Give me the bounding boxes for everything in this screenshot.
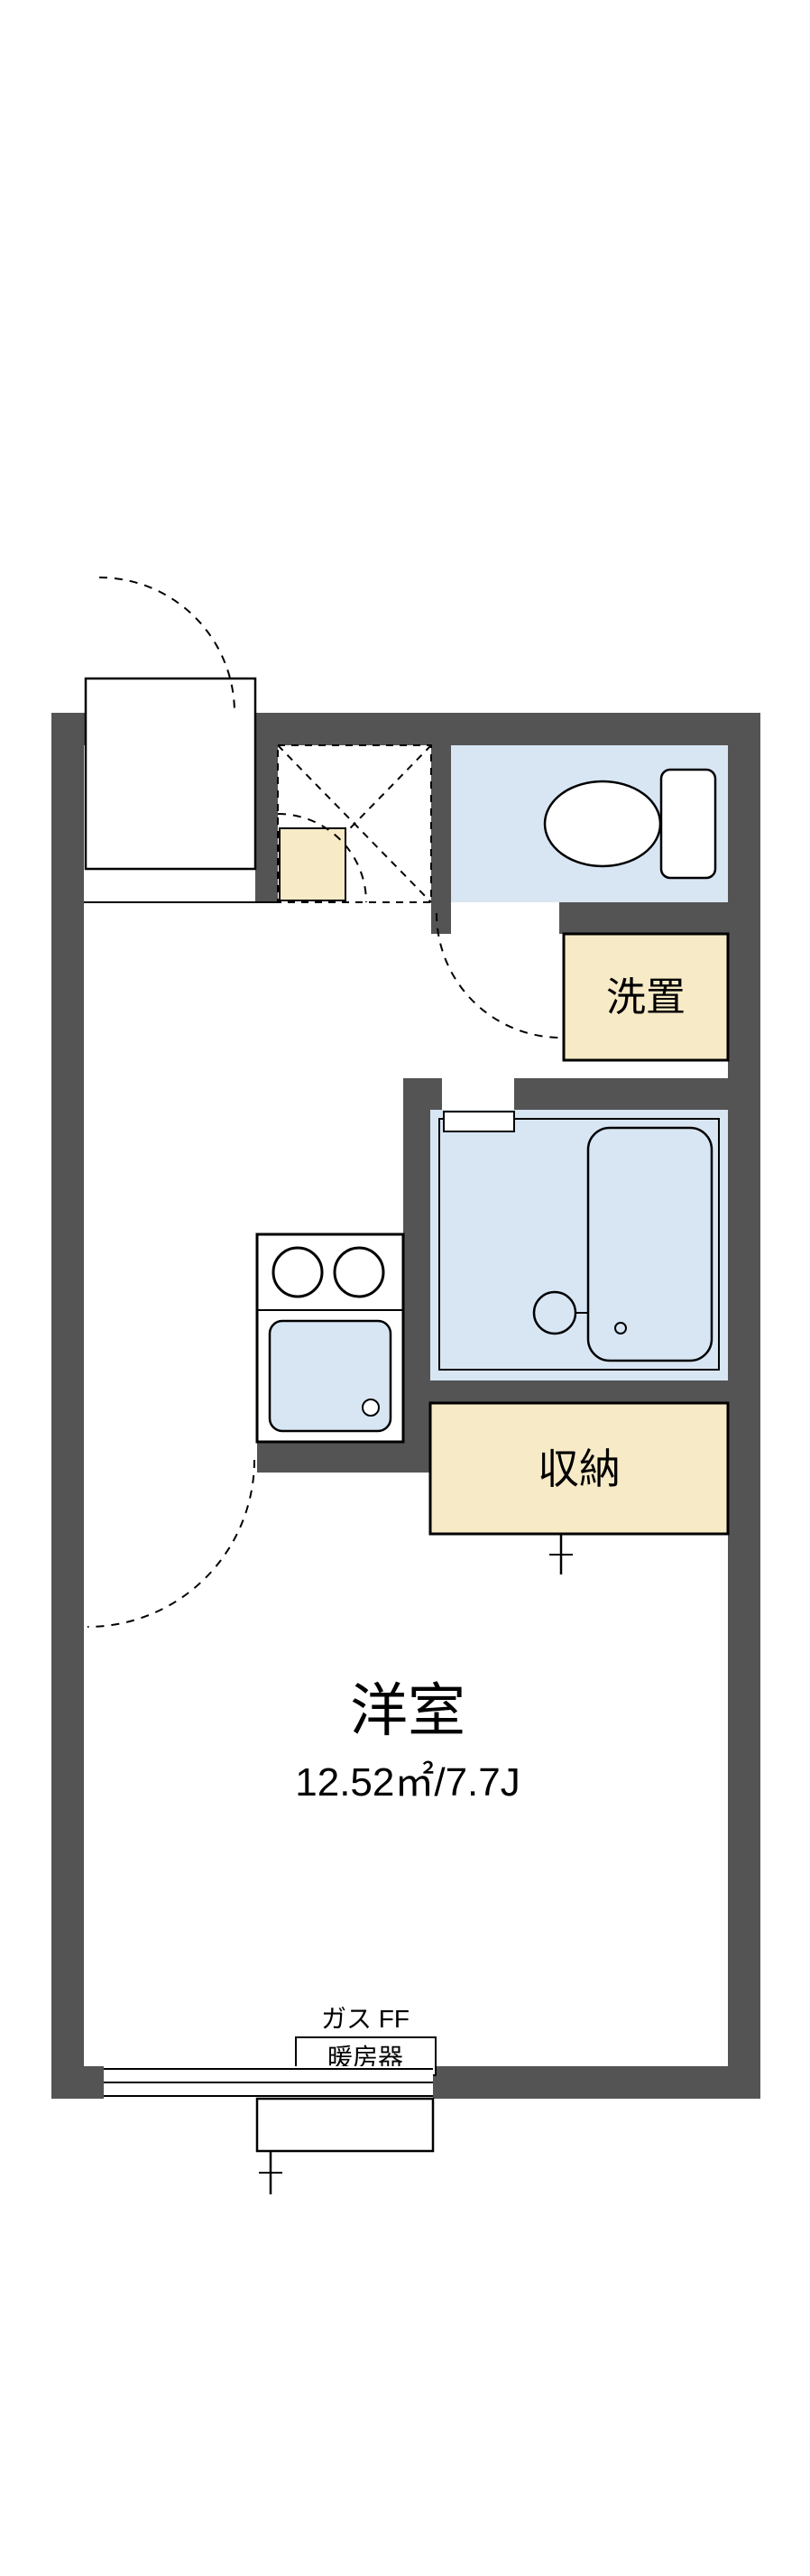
wall-right: [728, 713, 760, 2099]
appliance-space: [277, 744, 432, 903]
wall-entry-divider: [255, 745, 278, 902]
entrance-porch: [84, 677, 257, 871]
wall-bathroom-left: [403, 1078, 430, 1473]
main-room-label: 洋室: [350, 1678, 465, 1743]
main-room: 洋室 12.52㎡/7.7J: [295, 1678, 520, 1805]
washer-space-box: [562, 932, 730, 1062]
tub-drain-icon: [614, 1322, 627, 1334]
outer-walls: [51, 713, 760, 2099]
wall-above-bath-right: [514, 1078, 760, 1110]
bathroom-floor: [430, 1110, 728, 1380]
bathroom: [438, 1111, 720, 1371]
kitchen-unit: [255, 1233, 405, 1444]
storage-door-swing-arc: [277, 813, 367, 903]
wall-left: [51, 713, 84, 2099]
closet: 収納: [428, 1401, 730, 1574]
heater-type-label: ガス FF: [321, 2005, 410, 2033]
bottom-window: [104, 2066, 433, 2099]
main-room-size-label: 12.52㎡/7.7J: [295, 1760, 520, 1805]
closet-label: 収納: [538, 1445, 621, 1492]
wall-bottom-left-stub: [51, 2066, 104, 2099]
stove-burner-right-icon: [333, 1246, 385, 1298]
wall-toilet-divider: [431, 745, 451, 934]
bathtub-icon: [586, 1126, 713, 1362]
wall-top: [255, 713, 760, 745]
water-heater-box: [279, 827, 346, 901]
kitchen-sink-icon: [268, 1319, 392, 1433]
appliance-space-outline: [277, 744, 432, 903]
toilet-icon: [543, 768, 717, 880]
toilet-tank-icon: [659, 768, 717, 880]
toilet-bowl-icon: [543, 780, 662, 868]
washer-space: 洗置: [562, 932, 730, 1062]
wall-under-toilet: [559, 902, 760, 934]
wall-under-kitchen: [257, 1442, 430, 1473]
washer-space-label: 洗置: [606, 975, 686, 1020]
interior-walls: [255, 745, 760, 1473]
bathroom-liner: [438, 1118, 720, 1371]
bathroom-door: [443, 1111, 515, 1132]
stove-burner-left-icon: [272, 1246, 324, 1298]
entrance-area: [84, 577, 278, 903]
wall-bottom-right: [433, 2066, 760, 2099]
exterior-step-box: [255, 2097, 435, 2153]
washroom-door-swing-arc: [436, 912, 562, 1039]
faucet-icon: [362, 1399, 380, 1417]
room-door-swing-arc: [87, 1459, 255, 1628]
exterior-step: [255, 2097, 435, 2194]
wall-above-closet: [430, 1380, 760, 1403]
closet-box: [428, 1401, 730, 1536]
